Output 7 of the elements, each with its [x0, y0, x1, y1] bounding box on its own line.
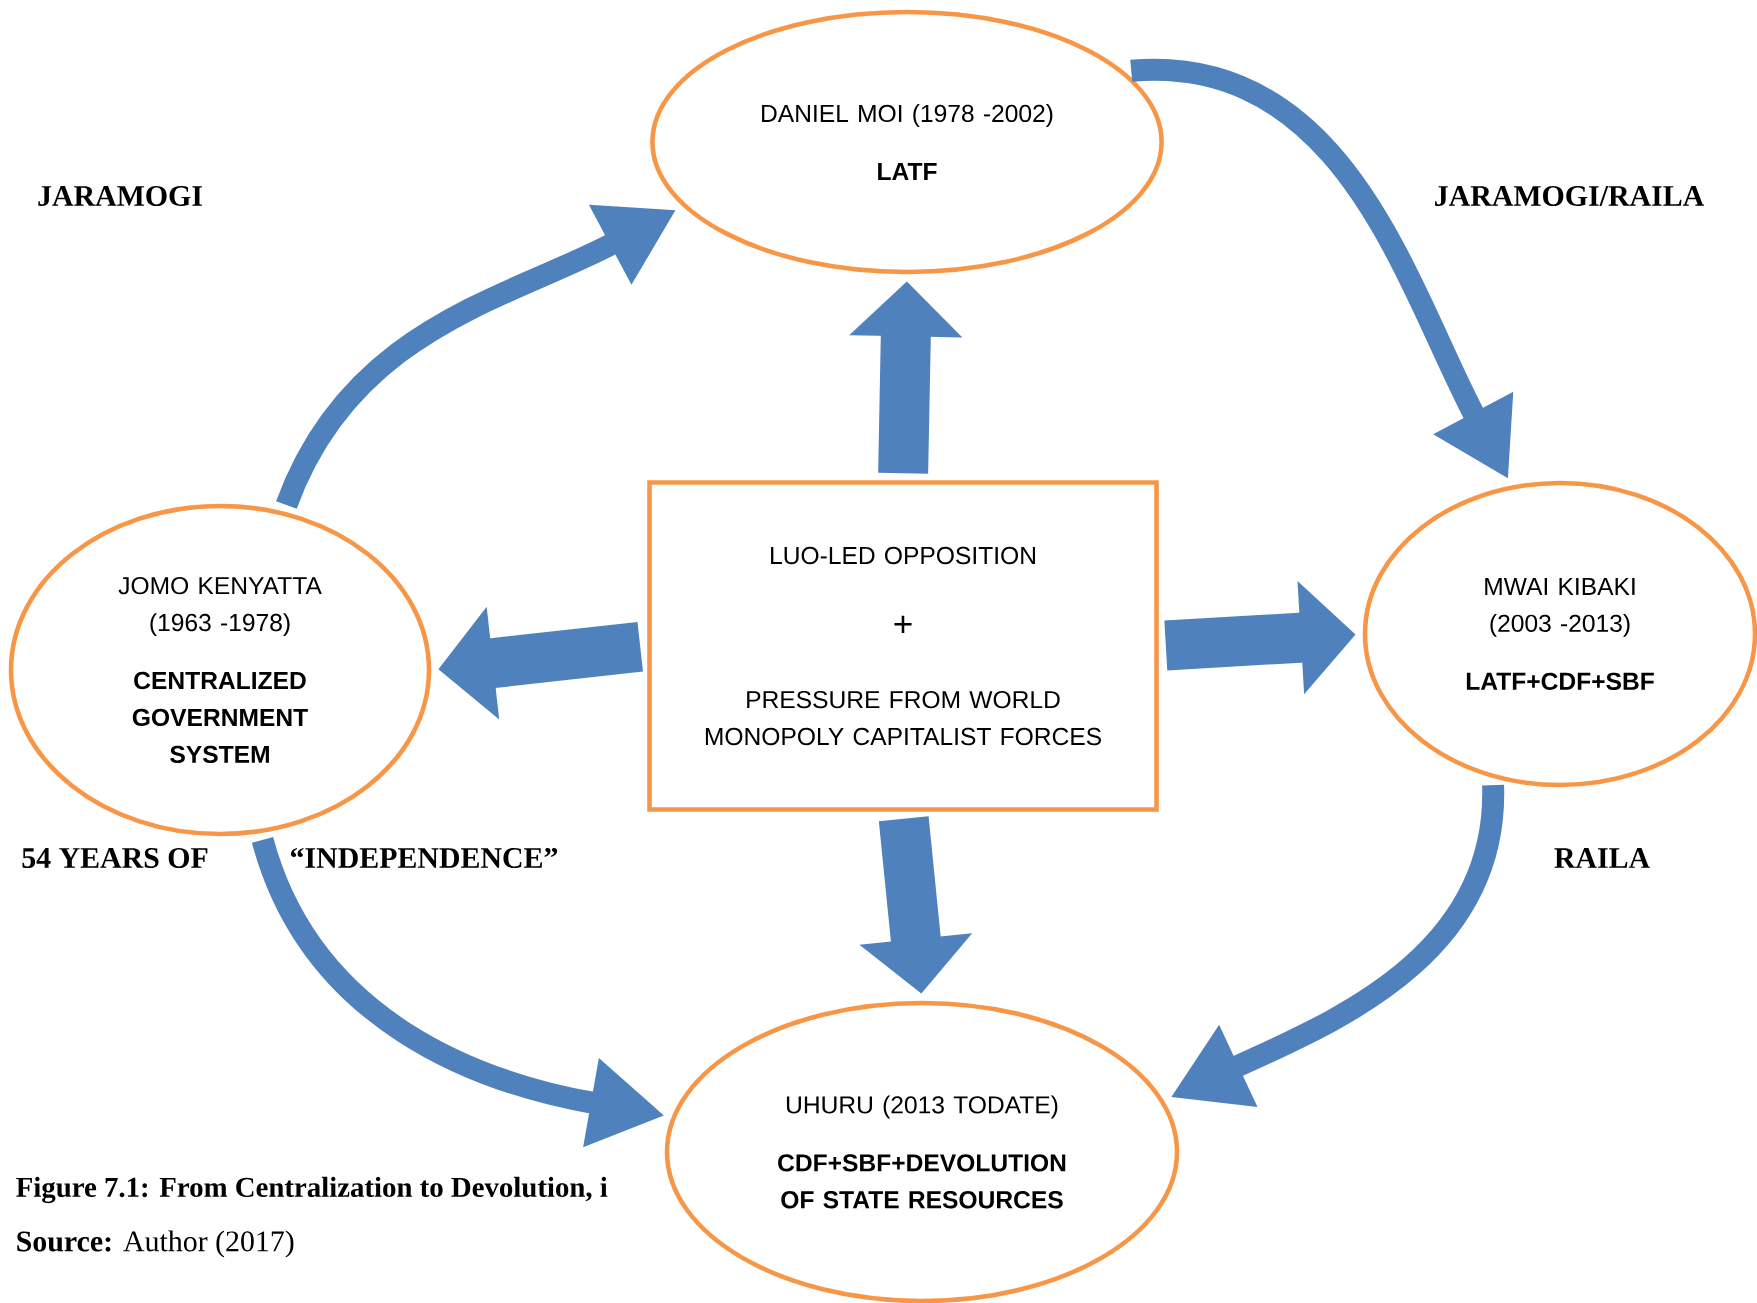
text-box: LUO-LED OPPOSITION + PRESSURE FROM WORLD MONOPOLY CAPITALIST FORCES: [647, 480, 1159, 812]
source-note: Source: Author (2017): [17, 1230, 294, 1258]
arrow-label: “INDEPENDENCE”: [291, 847, 558, 869]
arrow-label: JARAMOGI: [38, 185, 202, 206]
arrow-label: RAILA: [1554, 848, 1650, 868]
arrow-label: JARAMOGI/RAILA: [1435, 185, 1704, 206]
figure-caption: Figure 7.1: From Centralization to Devolution, i: [16, 1176, 608, 1204]
